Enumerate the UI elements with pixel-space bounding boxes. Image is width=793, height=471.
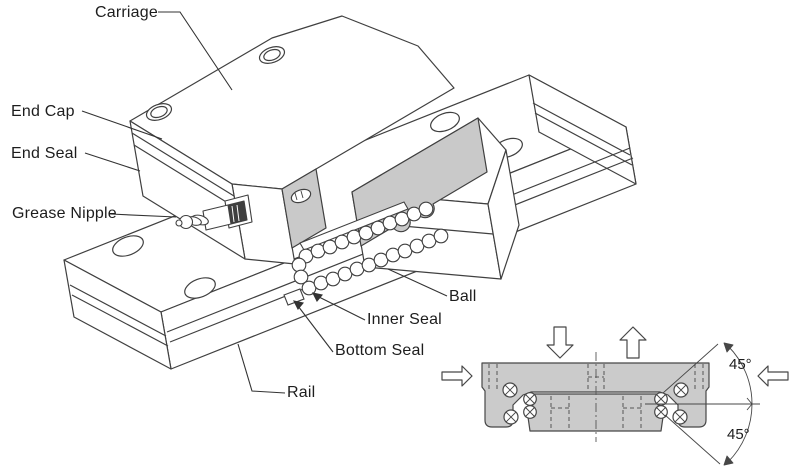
leader-end-seal: [84, 152, 141, 172]
up-load-arrow: [619, 326, 647, 359]
down-load-arrow: [546, 326, 574, 359]
end-cap-edge: [131, 132, 235, 197]
label-end-seal: End Seal: [11, 145, 78, 162]
label-bottom-seal: Bottom Seal: [335, 342, 425, 359]
angle-dimension: [645, 342, 760, 466]
left-load-arrow: [757, 365, 789, 387]
label-rail: Rail: [287, 384, 316, 401]
ball-circuit: [283, 201, 449, 306]
label-ball: Ball: [449, 288, 477, 305]
section-carriage: [481, 362, 710, 428]
leader-lines: [81, 11, 448, 394]
bottom-seal-tab: [283, 288, 305, 306]
cut-threaded-hole: [290, 188, 312, 204]
leader-grease-nipple: [109, 213, 177, 218]
right-load-arrow: [441, 365, 473, 387]
load-arrows: [441, 326, 789, 387]
label-angle-bottom: 45°: [727, 426, 750, 443]
balls-lower-row: [301, 228, 449, 296]
leader-ball: [387, 268, 448, 297]
label-grease-nipple: Grease Nipple: [12, 205, 117, 222]
ball-cross-marks: [504, 384, 687, 423]
leader-inner-seal: [314, 294, 366, 321]
leader-rail: [237, 343, 286, 394]
label-inner-seal: Inner Seal: [367, 311, 442, 328]
balls-upper-row: [298, 201, 434, 264]
leader-bottom-seal: [297, 305, 334, 353]
grease-nipple-drawing: [175, 194, 253, 231]
leader-carriage: [158, 11, 233, 91]
section-rail: [525, 393, 666, 432]
hidden-lines: [488, 364, 704, 429]
label-end-cap: End Cap: [11, 103, 75, 120]
label-carriage: Carriage: [95, 4, 158, 21]
cross-section-view: [441, 326, 789, 466]
leader-end-cap: [81, 110, 163, 140]
label-angle-top: 45°: [729, 356, 752, 373]
inner-seal-strip: [299, 201, 409, 251]
